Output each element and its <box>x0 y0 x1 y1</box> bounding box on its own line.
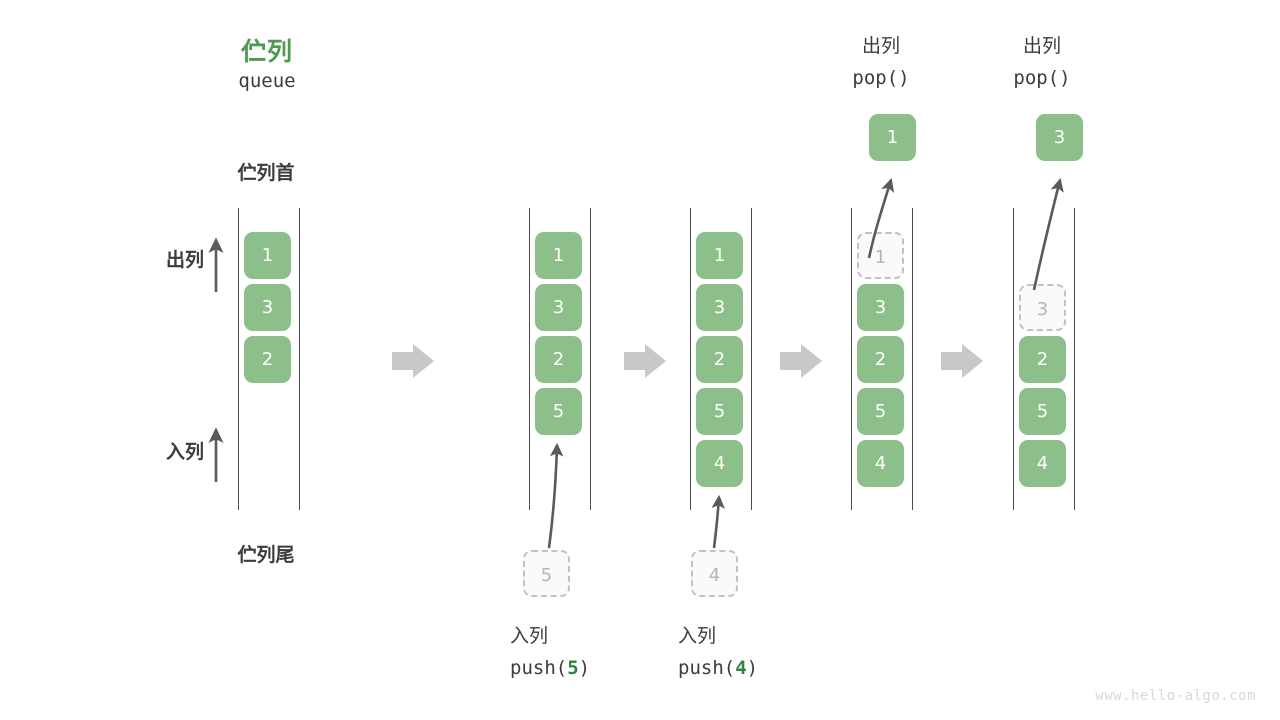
queue-slot: 3 <box>857 284 904 331</box>
queue-slot: 5 <box>696 388 743 435</box>
queue-slot: 2 <box>857 336 904 383</box>
operation-code: push(5) <box>510 652 590 684</box>
operation-code: push(4) <box>678 652 758 684</box>
queue-rail-right <box>1074 208 1075 510</box>
queue-rail-left <box>238 208 239 510</box>
queue-slot: 2 <box>244 336 291 383</box>
pop-arrow-3 <box>1032 177 1064 291</box>
page-title-en: queue <box>238 70 296 92</box>
queue-slot: 3 <box>244 284 291 331</box>
queue-slot: 1 <box>244 232 291 279</box>
operation-fn: push( <box>678 657 736 679</box>
queue-slot: 3 <box>535 284 582 331</box>
queue-rail-right <box>751 208 752 510</box>
queue-slot-vacated: 1 <box>857 232 904 279</box>
enqueue-label: 入列 <box>165 441 204 463</box>
queue-rail-right <box>299 208 300 510</box>
queue-slot: 4 <box>1019 440 1066 487</box>
operation-caption-push-5: 入列 push(5) <box>510 620 590 684</box>
queue-slot-new: 4 <box>696 440 743 487</box>
queue-slot: 5 <box>857 388 904 435</box>
queue-head-label: 伫列首 <box>237 162 295 184</box>
queue-slot-new: 5 <box>535 388 582 435</box>
watermark: www.hello-algo.com <box>1095 688 1256 704</box>
incoming-element: 4 <box>691 550 738 597</box>
operation-caption-push-4: 入列 push(4) <box>678 620 758 684</box>
popped-element: 3 <box>1036 114 1083 161</box>
push-arrow-4 <box>711 494 725 549</box>
operation-code: pop() <box>852 67 910 89</box>
queue-slot: 2 <box>696 336 743 383</box>
queue-rail-left <box>529 208 530 510</box>
operation-label-cn: 出列 <box>861 35 900 57</box>
queue-slot: 5 <box>1019 388 1066 435</box>
operation-close: ) <box>578 657 591 679</box>
operation-arg: 4 <box>735 657 747 679</box>
queue-slot: 3 <box>696 284 743 331</box>
operation-caption-pop-1: 出列 pop() <box>801 30 961 94</box>
operation-close: ) <box>746 657 759 679</box>
page-title-cn: 伫列 <box>240 37 293 66</box>
flow-arrow <box>624 344 666 378</box>
operation-fn: push( <box>510 657 568 679</box>
operation-label-cn: 出列 <box>1022 35 1061 57</box>
queue-slot: 2 <box>535 336 582 383</box>
queue-slot-vacated: 3 <box>1019 284 1066 331</box>
queue-slot: 4 <box>857 440 904 487</box>
queue-slot: 2 <box>1019 336 1066 383</box>
queue-rail-right <box>912 208 913 510</box>
operation-label-cn: 入列 <box>510 625 549 647</box>
queue-rail-left <box>851 208 852 510</box>
queue-tail-label: 伫列尾 <box>237 544 295 566</box>
queue-slot: 1 <box>535 232 582 279</box>
operation-code: pop() <box>1013 67 1071 89</box>
push-arrow-5 <box>547 442 564 549</box>
flow-arrow <box>780 344 822 378</box>
queue-slot: 1 <box>696 232 743 279</box>
operation-label-cn: 入列 <box>678 625 717 647</box>
dequeue-label: 出列 <box>165 249 204 271</box>
queue-rail-left <box>690 208 691 510</box>
queue-rail-right <box>590 208 591 510</box>
popped-element: 1 <box>869 114 916 161</box>
queue-rail-left <box>1013 208 1014 510</box>
flow-arrow <box>392 344 434 378</box>
flow-arrow <box>941 344 983 378</box>
operation-caption-pop-3: 出列 pop() <box>962 30 1122 94</box>
incoming-element: 5 <box>523 550 570 597</box>
operation-arg: 5 <box>567 657 579 679</box>
